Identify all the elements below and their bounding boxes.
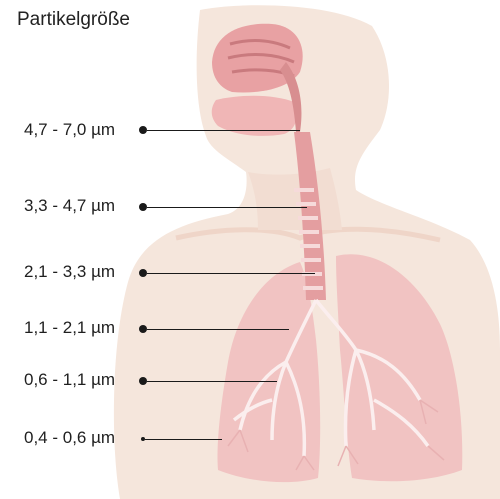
- particle-size-label-1: 4,7 - 7,0 µm: [24, 120, 115, 140]
- leader-line-6: [145, 439, 222, 441]
- leader-dot-3: [139, 269, 147, 277]
- particle-size-label-2: 3,3 - 4,7 µm: [24, 196, 115, 216]
- leader-line-3: [147, 273, 315, 275]
- particle-size-label-3: 2,1 - 3,3 µm: [24, 262, 115, 282]
- leader-dot-4: [139, 325, 147, 333]
- leader-line-1: [147, 130, 300, 132]
- leader-line-2: [147, 207, 307, 209]
- neck: [248, 168, 342, 230]
- leader-dot-1: [139, 126, 147, 134]
- leader-line-4: [147, 329, 289, 331]
- diagram-title: Partikelgröße: [17, 9, 130, 31]
- particle-size-label-4: 1,1 - 2,1 µm: [24, 318, 115, 338]
- leader-dot-5: [139, 377, 147, 385]
- particle-size-label-6: 0,4 - 0,6 µm: [24, 428, 115, 448]
- leader-dot-2: [139, 203, 147, 211]
- leader-line-5: [147, 381, 277, 383]
- particle-size-label-5: 0,6 - 1,1 µm: [24, 370, 115, 390]
